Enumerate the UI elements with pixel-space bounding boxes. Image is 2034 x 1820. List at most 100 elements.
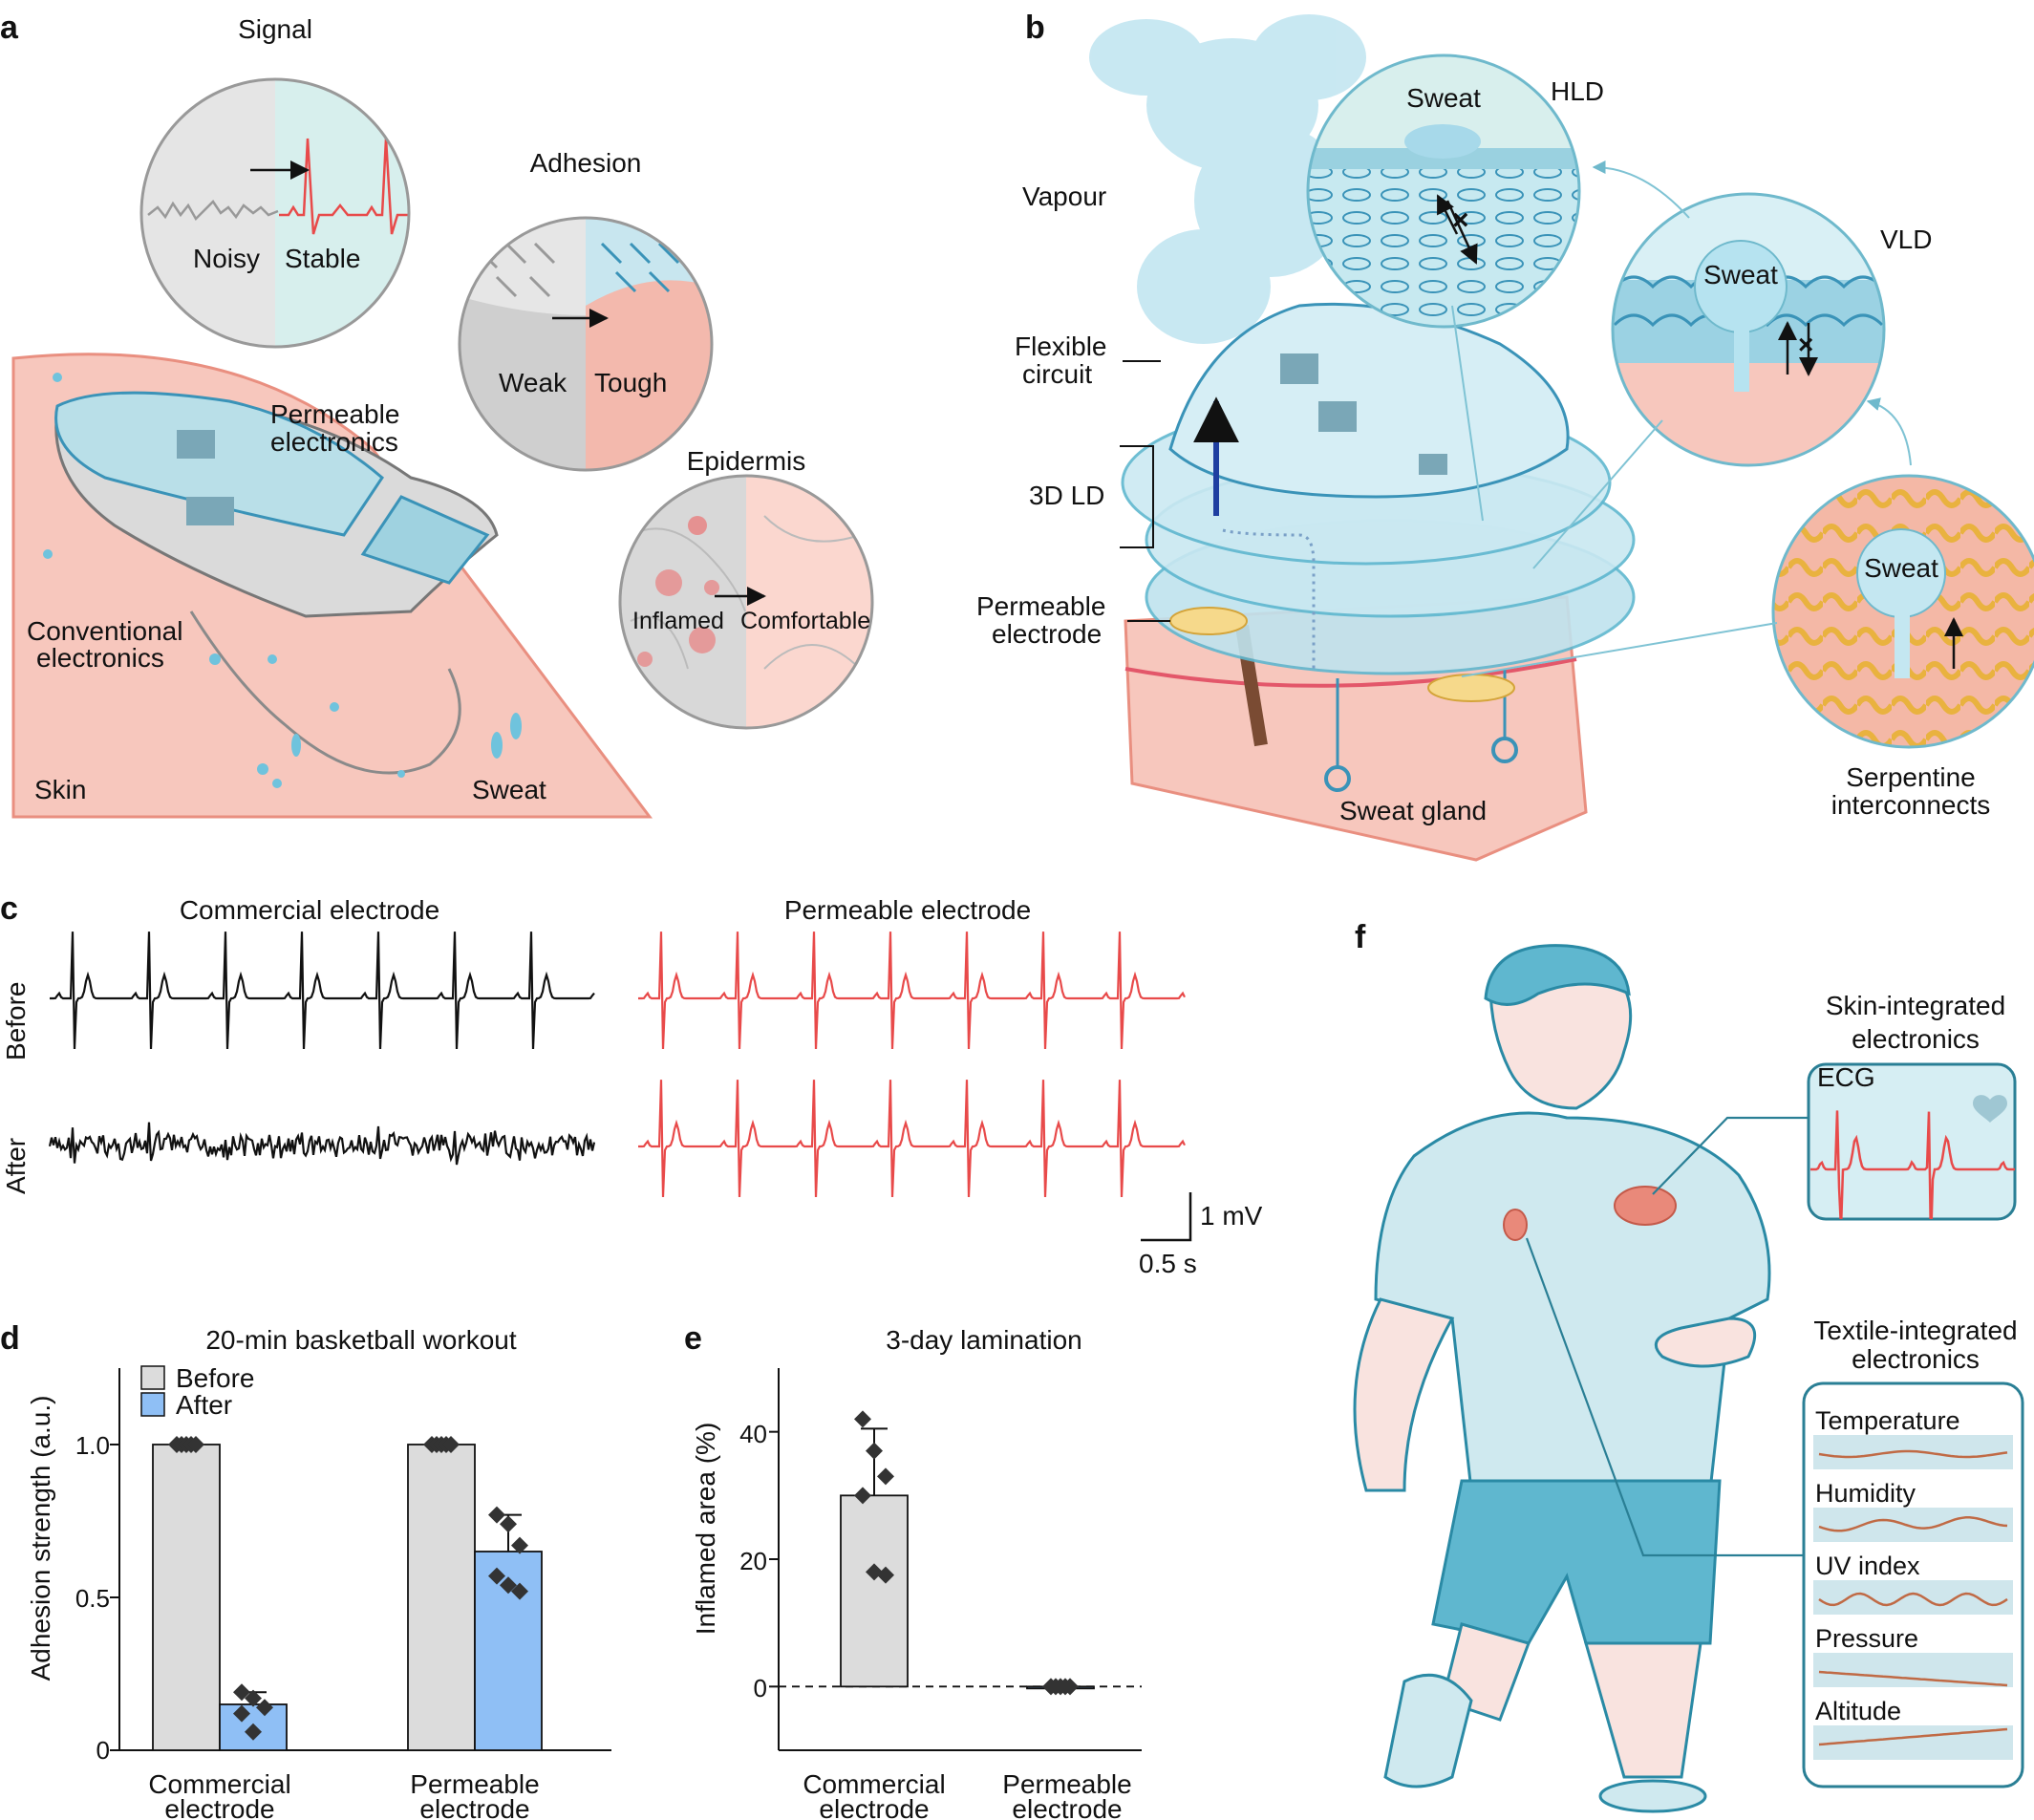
vapour-cloud [1089,14,1366,344]
data-point [1061,1678,1079,1696]
label-sweat-serp: Sweat [1864,553,1938,583]
permeable-electrode-title: Permeable electrode [784,895,1031,925]
label-conventional-electronics-1: Conventional [27,616,182,646]
label-comfortable: Comfortable [740,608,870,634]
data-point [500,1515,517,1533]
sensor-label-uv-index: UV index [1815,1552,1920,1580]
sensor-label-temperature: Temperature [1815,1406,1960,1435]
chart-d-ytick-0: 0 [96,1736,110,1765]
signal-title: Signal [238,14,312,44]
data-point [187,1436,204,1453]
data-point [854,1487,871,1505]
sensor-trace [1818,1449,2008,1459]
sensor-band [1813,1508,2013,1542]
chart-d-ytick-1: 1.0 [75,1431,110,1460]
label-serpentine-2: interconnects [1831,790,1991,820]
chart-d [110,1368,611,1751]
adhesion-title: Adhesion [530,148,642,178]
label-serpentine-1: Serpentine [1846,762,1975,792]
label-skin-integrated-2: electronics [1852,1024,1980,1054]
label-textile-integrated-2: electronics [1852,1344,1980,1374]
label-sweat-a: Sweat [472,775,546,804]
sensor-label-altitude: Altitude [1815,1697,1901,1725]
data-point [233,1683,250,1702]
serpentine-inset [1773,476,2034,747]
panel-c-letter: c [0,890,18,927]
label-permeable-electronics-1: Permeable [270,399,399,429]
scale-label-time: 0.5 s [1139,1249,1197,1278]
data-point [488,1567,505,1585]
panel-b-letter: b [1025,10,1045,46]
chart-e-title: 3-day lamination [886,1325,1081,1355]
chart-d-ytick-05: 0.5 [75,1584,110,1613]
data-point [233,1704,250,1723]
sensor-band [1813,1653,2013,1687]
data-point [245,1689,262,1707]
data-point [877,1566,894,1584]
callout-lines [1451,161,1912,677]
chart-d-xtick-1-line1: Commercial [148,1769,290,1799]
label-flexible-circuit-1: Flexible [1015,332,1106,361]
label-sweat-hld: Sweat [1406,83,1481,113]
panel-a-letter: a [0,10,19,46]
label-tough: Tough [594,368,667,397]
conventional-electronics-patch [189,610,461,775]
legend-swatch-after [140,1392,165,1417]
label-weak: Weak [499,368,567,397]
chart-e-xtick-2-line1: Permeable [1002,1769,1131,1799]
chart-e-ytick-40: 40 [739,1420,767,1448]
scale-label-voltage: 1 mV [1200,1201,1263,1231]
data-point [256,1699,273,1717]
sensor-trace [1818,1727,2008,1746]
label-vapour: Vapour [1022,182,1106,211]
chart-d-ylabel: Adhesion strength (a.u.) [26,1396,55,1681]
chart-e-xtick-2-line2: electrode [1012,1794,1122,1820]
chart-e-ylabel: Inflamed area (%) [691,1423,720,1636]
panel-e: e 3-day lamination Inflamed area (%) 40 … [684,1320,1142,1820]
data-point [500,1576,517,1595]
ecg-permeable-after [638,1080,1186,1198]
ecg-trace-f [1810,1110,2015,1219]
panel-f-letter: f [1355,919,1366,955]
sensor-trace [1818,1592,2008,1607]
label-ecg: ECG [1817,1062,1875,1092]
layered-device [1121,302,1636,702]
ecg-box: ECG [1807,1062,2017,1221]
data-point [245,1723,262,1741]
panel-e-letter: e [684,1320,702,1357]
label-sweat-gland: Sweat gland [1339,796,1487,825]
label-skin: Skin [34,775,86,804]
label-conventional-electronics-2: electronics [36,643,164,673]
panel-d-letter: d [0,1320,20,1357]
chart-d-xtick-2-line1: Permeable [410,1769,539,1799]
label-permeable-electrode-b-1: Permeable [976,591,1105,621]
panel-f: f Skin-integrated electronics [1353,919,2024,1813]
sensor-trace [1818,1670,2008,1687]
chart-e-ytick-20: 20 [739,1547,767,1575]
legend-swatch-before [140,1365,165,1390]
panel-a: a Permeable electronics Conventional ele… [0,10,874,819]
data-point [488,1506,505,1524]
svg-text:×: × [1452,204,1469,236]
bar-before-0 [152,1444,221,1751]
data-point [511,1536,528,1554]
chart-d-xtick-1-line2: electrode [164,1794,274,1820]
bar-before-1 [407,1444,476,1751]
sensor-trace [1818,1516,2008,1532]
data-point [854,1410,871,1428]
label-flexible-circuit-2: circuit [1022,359,1092,389]
sensor-label-humidity: Humidity [1815,1479,1916,1508]
panel-c: c Commercial electrode Permeable electro… [0,890,1263,1278]
chart-d-xtick-2-line2: electrode [419,1794,529,1820]
label-3d-ld: 3D LD [1029,481,1104,510]
runner-illustration [1353,944,1771,1813]
sensor-band [1813,1580,2013,1615]
label-noisy: Noisy [193,244,260,273]
sweat-drops [43,373,522,788]
svg-text:×: × [1798,330,1813,359]
label-textile-integrated-1: Textile-integrated [1813,1316,2017,1345]
panel-b: b [976,10,2034,862]
label-stable: Stable [285,244,360,273]
label-after-c: After [1,1138,31,1194]
callout-lines-f [1525,1116,1809,1557]
